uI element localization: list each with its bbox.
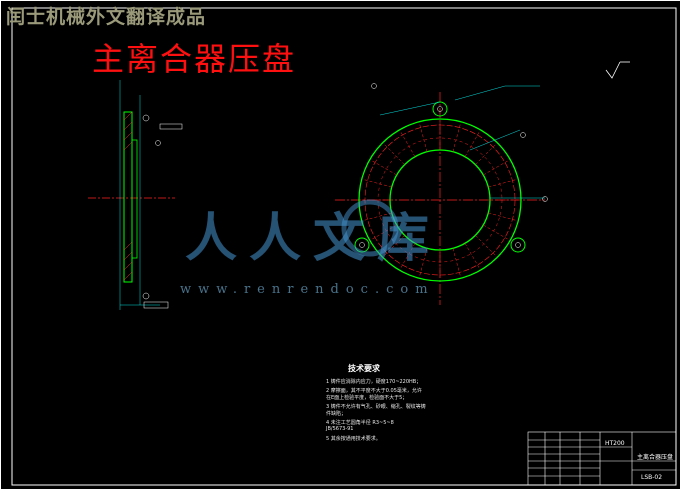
section-body bbox=[123, 111, 133, 283]
radial-rib bbox=[488, 212, 516, 221]
lug-right bbox=[510, 237, 526, 253]
inner-frame bbox=[11, 7, 677, 486]
radial-rib bbox=[483, 224, 508, 240]
radial-rib bbox=[384, 144, 405, 165]
radial-rib bbox=[419, 124, 428, 152]
section-boss bbox=[131, 139, 138, 259]
datum-marker-d bbox=[520, 132, 526, 138]
title-block-material: HT200 bbox=[605, 440, 625, 447]
tolerance-frame-bottom bbox=[143, 301, 169, 309]
title-block-frame bbox=[527, 431, 677, 486]
watermark-url: www.renrendoc.com bbox=[180, 282, 435, 297]
title-block-drawing-no: LSB-02 bbox=[641, 474, 663, 481]
tech-note: 5 其余按通用技术要求。 bbox=[326, 436, 381, 442]
tech-note: JB/5673-91 bbox=[326, 426, 354, 432]
datum-marker-b bbox=[142, 292, 150, 300]
radial-rib bbox=[483, 160, 508, 176]
tolerance-frame-top bbox=[159, 123, 183, 130]
tech-note: 3 铸件不允许有气孔、砂眼、缩孔、裂纹等铸 bbox=[326, 404, 426, 410]
radial-rib bbox=[452, 124, 461, 152]
title-block-part-name: 主离合器压盘 bbox=[637, 454, 674, 461]
section-view bbox=[88, 80, 183, 310]
front-view bbox=[335, 83, 548, 305]
radial-rib bbox=[452, 248, 461, 276]
top-dim-leader bbox=[379, 101, 441, 116]
banner-title: 闰士机械外文翻译成品 bbox=[6, 6, 207, 28]
drawing-title: 主离合器压盘 bbox=[92, 40, 297, 78]
radial-rib bbox=[372, 160, 397, 176]
datum-marker-c bbox=[155, 140, 161, 146]
tech-requirements-heading: 技术要求 bbox=[348, 364, 380, 373]
hole-dim-leader bbox=[454, 85, 506, 101]
rim-dim-leader bbox=[469, 129, 521, 151]
radial-rib bbox=[488, 179, 516, 188]
lug-hole-top bbox=[437, 106, 443, 112]
outer-rim bbox=[358, 118, 522, 282]
radial-rib bbox=[475, 144, 496, 165]
tech-note: 件缺陷； bbox=[326, 411, 347, 417]
tech-note: 2 摩擦面，其不平度不大于0.05毫米，允许 bbox=[326, 388, 422, 394]
title-block bbox=[527, 431, 677, 486]
datum-marker-e bbox=[542, 196, 548, 202]
radial-rib bbox=[464, 243, 480, 268]
radial-rib bbox=[364, 179, 392, 188]
tech-note: 4 未注工艺圆角半径 R3~5~8 bbox=[326, 420, 394, 426]
roughness-symbol bbox=[605, 61, 630, 79]
section-hatch bbox=[123, 111, 133, 281]
datum-marker-f bbox=[371, 83, 377, 89]
radial-rib bbox=[475, 235, 496, 256]
tech-note: 1 铸件应消除内应力，硬度170~220HB； bbox=[326, 379, 422, 385]
watermark-text: 人人文库 bbox=[185, 208, 442, 269]
lug-hole-left bbox=[359, 242, 365, 248]
lug-hole-right bbox=[515, 242, 521, 248]
watermark-logo-ring bbox=[341, 199, 399, 257]
tech-note: 在E面上检验平度，检验面不大于5； bbox=[326, 395, 408, 401]
datum-marker-a bbox=[142, 114, 150, 122]
radial-rib bbox=[464, 132, 480, 157]
radial-rib bbox=[400, 132, 416, 157]
